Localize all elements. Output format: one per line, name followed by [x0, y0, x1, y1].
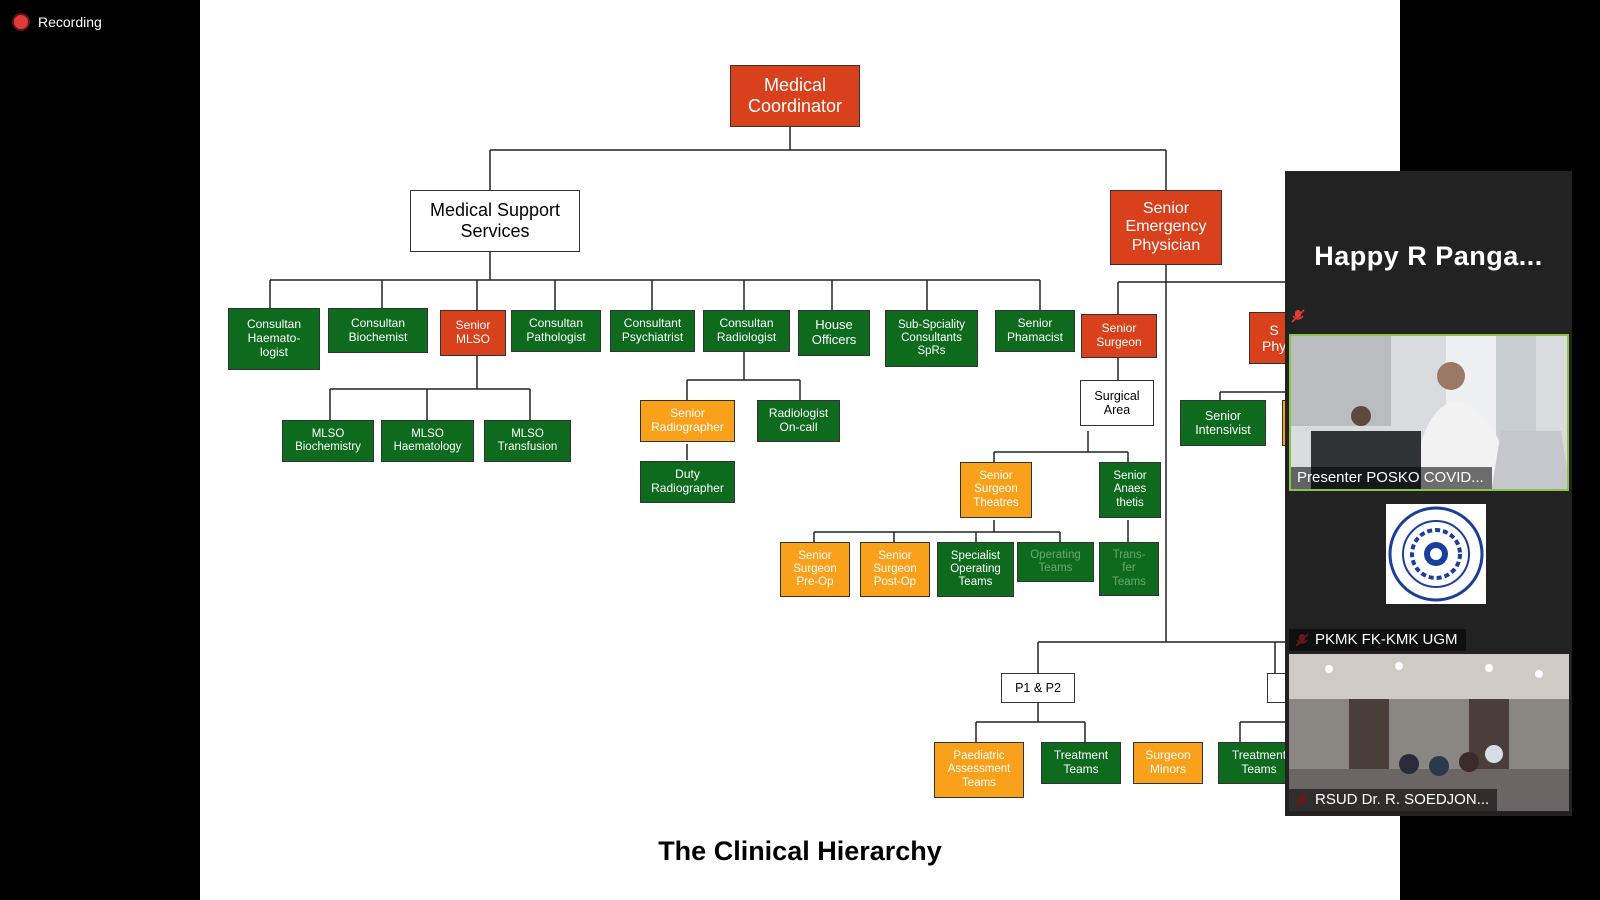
node-house-officers: House Officers	[798, 310, 870, 356]
node-transfer-teams: Trans- fer Teams	[1099, 542, 1159, 596]
participants-panel: Happy R Panga... Presenter POSKO COVID..…	[1285, 171, 1572, 816]
node-senior-emergency-physician: Senior Emergency Physician	[1110, 190, 1222, 265]
node-mlso-transfusion: MLSO Transfusion	[484, 420, 571, 462]
video-tile-rsud[interactable]: RSUD Dr. R. SOEDJON...	[1289, 654, 1569, 811]
connector	[975, 641, 1300, 742]
presenter-video	[1291, 336, 1567, 489]
meeting-room-video	[1289, 654, 1569, 811]
node-paediatric-assessment-teams: Paediatric Assessment Teams	[934, 742, 1024, 798]
tile-label: RSUD Dr. R. SOEDJON...	[1289, 789, 1498, 811]
node-treatment-teams-1: Treatment Teams	[1041, 742, 1121, 784]
node-senior-surgeon: Senior Surgeon	[1081, 314, 1157, 358]
node-senior-surgeon-pre-op: Senior Surgeon Pre-Op	[780, 542, 850, 597]
shared-slide: Medical Coordinator Medical Support Serv…	[200, 0, 1400, 900]
node-operating-teams: Operating Teams	[1017, 542, 1094, 582]
node-sub-specialty-consultants: Sub-Spciality Consultants SpRs	[885, 310, 978, 367]
node-senior-mlso: Senior MLSO	[440, 310, 506, 356]
pkmk-logo	[1386, 504, 1486, 604]
video-tile-presenter[interactable]: Presenter POSKO COVID...	[1289, 334, 1569, 491]
connector	[269, 252, 1041, 310]
connector	[489, 125, 1167, 190]
node-consultan-radiologist: Consultan Radiologist	[703, 310, 790, 352]
tile-label: PKMK FK-KMK UGM	[1289, 629, 1466, 651]
recording-label: Recording	[38, 14, 102, 30]
node-p1-p2: P1 & P2	[1001, 673, 1075, 703]
node-medical-support-services: Medical Support Services	[410, 190, 580, 252]
connector	[993, 431, 1129, 462]
recording-indicator: Recording	[14, 14, 102, 30]
node-specialist-operating-teams: Specialist Operating Teams	[937, 542, 1014, 597]
node-senior-surgeon-theatres: Senior Surgeon Theatres	[960, 462, 1032, 518]
node-surgical-area: Surgical Area	[1080, 380, 1154, 426]
node-consultan-biochemist: Consultan Biochemist	[328, 308, 428, 353]
video-tile-pkmk[interactable]: PKMK FK-KMK UGM	[1289, 494, 1569, 651]
node-consultan-pathologist: Consultan Pathologist	[511, 310, 601, 352]
connector	[813, 520, 1129, 542]
record-icon	[14, 15, 28, 29]
slide-title: The Clinical Hierarchy	[658, 836, 942, 866]
node-duty-radiographer: Duty Radiographer	[640, 461, 735, 503]
connector	[1117, 265, 1300, 642]
node-senior-anaesthetist: Senior Anaes thetis	[1099, 462, 1161, 518]
node-radiologist-on-call: Radiologist On-call	[757, 400, 840, 442]
connector	[329, 356, 531, 420]
active-speaker-name: Happy R Panga...	[1314, 241, 1543, 271]
mic-muted-icon	[1291, 309, 1305, 323]
node-consultant-psychiatrist: Consultant Psychiatrist	[610, 310, 695, 352]
node-medical-coordinator: Medical Coordinator	[730, 65, 860, 127]
connector	[686, 352, 801, 460]
node-mlso-haematology: MLSO Haematology	[381, 420, 474, 462]
node-consultan-haematologist: Consultan Haemato- logist	[228, 308, 320, 370]
tile-label: Presenter POSKO COVID...	[1291, 467, 1492, 489]
ugm-logo-icon	[1388, 506, 1484, 602]
node-surgeon-minors: Surgeon Minors	[1133, 742, 1203, 784]
node-mlso-biochemistry: MLSO Biochemistry	[282, 420, 374, 462]
node-senior-radiographer: Senior Radiographer	[640, 400, 735, 442]
org-chart-lines	[269, 125, 1300, 742]
node-senior-surgeon-post-op: Senior Surgeon Post-Op	[860, 542, 930, 597]
node-senior-pharmacist: Senior Phamacist	[995, 310, 1075, 352]
node-senior-intensivist: Senior Intensivist	[1180, 400, 1266, 446]
